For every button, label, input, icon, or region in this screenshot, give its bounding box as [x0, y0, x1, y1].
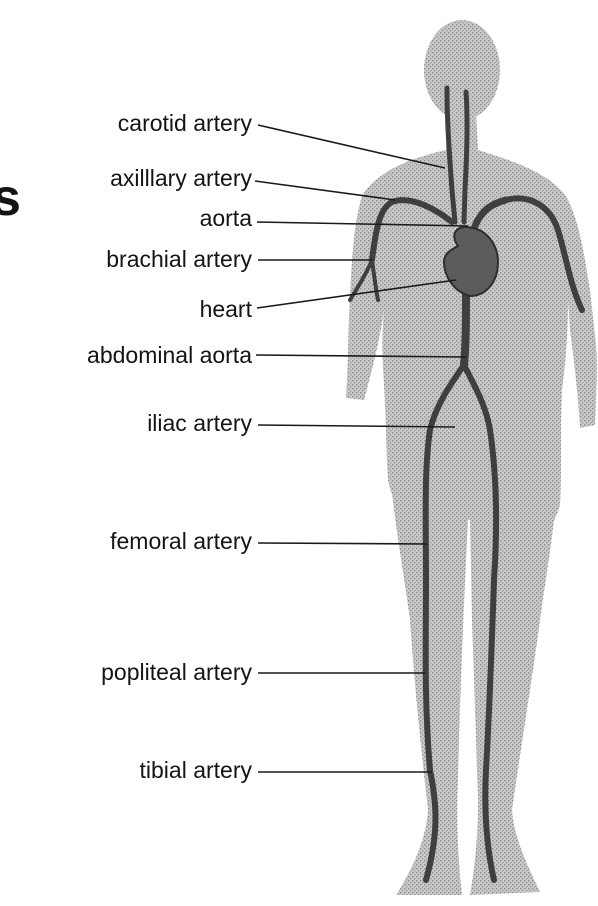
leader-carotid [258, 125, 445, 168]
label-aorta: aorta [200, 204, 252, 232]
abdominal-aorta [464, 290, 466, 365]
label-popliteal-artery: popliteal artery [101, 658, 252, 686]
head [424, 20, 500, 120]
carotid-artery-left [464, 92, 467, 222]
label-tibial-artery: tibial artery [140, 756, 252, 784]
label-femoral-artery: femoral artery [110, 527, 252, 555]
leader-femoral [258, 543, 427, 544]
label-heart: heart [200, 295, 252, 323]
label-iliac-artery: iliac artery [147, 409, 252, 437]
label-axillary-artery: axilllary artery [110, 164, 252, 192]
cropped-edge-glyph: s [0, 168, 21, 228]
legs [388, 440, 558, 895]
label-abdominal-aorta: abdominal aorta [87, 341, 252, 369]
label-carotid-artery: carotid artery [118, 109, 252, 137]
body-silhouette [346, 20, 597, 895]
label-brachial-artery: brachial artery [106, 245, 252, 273]
